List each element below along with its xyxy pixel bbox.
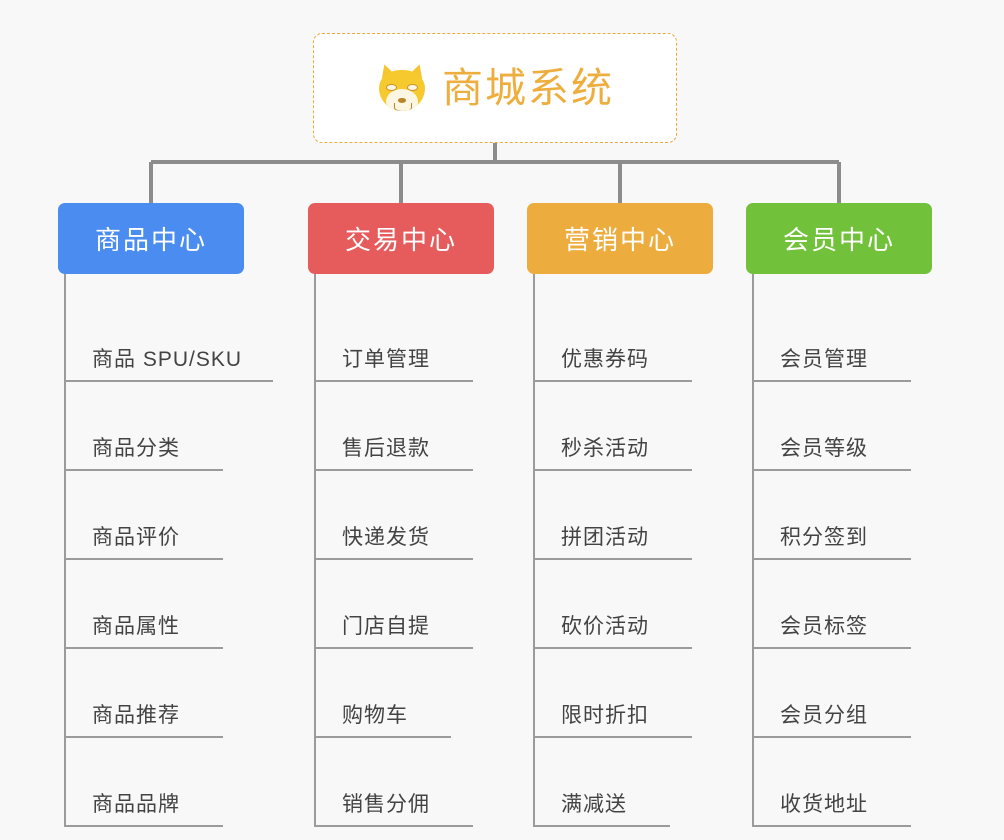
category-column-trade-center: 交易中心订单管理售后退款快递发货门店自提购物车销售分佣 — [308, 203, 494, 827]
leaf-item-underline — [314, 469, 473, 471]
leaf-item[interactable]: 销售分佣 — [308, 738, 494, 827]
leaf-item-underline — [752, 647, 911, 649]
dog-nose-icon — [398, 98, 406, 103]
leaf-item-label: 商品品牌 — [92, 793, 180, 816]
leaf-item-label: 优惠券码 — [561, 348, 649, 371]
leaf-item[interactable]: 门店自提 — [308, 560, 494, 649]
category-header-marketing-center[interactable]: 营销中心 — [527, 203, 713, 274]
leaf-item-underline — [64, 380, 273, 382]
leaf-item-underline — [752, 469, 911, 471]
leaf-item-underline — [314, 825, 473, 827]
leaf-item-label: 会员标签 — [780, 615, 868, 638]
leaf-spine — [64, 274, 66, 827]
leaf-item[interactable]: 满减送 — [527, 738, 713, 827]
dog-head-icon — [379, 70, 425, 111]
leaf-list-product-center: 商品 SPU/SKU 商品分类商品评价商品属性商品推荐商品品牌 — [58, 274, 273, 827]
leaf-item-underline — [533, 825, 670, 827]
leaf-list-member-center: 会员管理会员等级积分签到会员标签会员分组收货地址 — [746, 274, 932, 827]
leaf-item-label: 售后退款 — [342, 437, 430, 460]
leaf-item-label: 商品属性 — [92, 615, 180, 638]
leaf-item-label: 会员等级 — [780, 437, 868, 460]
leaf-item-label: 销售分佣 — [342, 793, 430, 816]
leaf-item[interactable]: 收货地址 — [746, 738, 932, 827]
category-header-product-center[interactable]: 商品中心 — [58, 203, 244, 274]
category-column-product-center: 商品中心商品 SPU/SKU 商品分类商品评价商品属性商品推荐商品品牌 — [58, 203, 273, 827]
leaf-item-label: 门店自提 — [342, 615, 430, 638]
leaf-spine — [752, 274, 754, 827]
leaf-item-label: 秒杀活动 — [561, 437, 649, 460]
category-header-trade-center[interactable]: 交易中心 — [308, 203, 494, 274]
leaf-item[interactable]: 售后退款 — [308, 382, 494, 471]
leaf-item-label: 商品推荐 — [92, 704, 180, 727]
leaf-item[interactable]: 拼团活动 — [527, 471, 713, 560]
leaf-item-label: 满减送 — [561, 793, 627, 816]
dog-eye-left-icon — [386, 84, 397, 91]
leaf-item[interactable]: 商品推荐 — [58, 649, 244, 738]
leaf-item[interactable]: 会员分组 — [746, 649, 932, 738]
leaf-item-underline — [533, 558, 692, 560]
leaf-item-underline — [64, 647, 223, 649]
leaf-item[interactable]: 商品评价 — [58, 471, 244, 560]
leaf-item-underline — [314, 558, 473, 560]
leaf-item-underline — [314, 647, 473, 649]
leaf-item-label: 收货地址 — [780, 793, 868, 816]
leaf-item-label: 砍价活动 — [561, 615, 649, 638]
leaf-item-underline — [314, 736, 451, 738]
leaf-item-underline — [533, 647, 692, 649]
leaf-item-underline — [314, 380, 473, 382]
leaf-item[interactable]: 商品属性 — [58, 560, 244, 649]
leaf-item-label: 会员管理 — [780, 348, 868, 371]
dog-mouth-icon — [394, 103, 412, 111]
leaf-item[interactable]: 会员等级 — [746, 382, 932, 471]
leaf-item-underline — [752, 558, 911, 560]
leaf-item-label: 订单管理 — [342, 348, 430, 371]
category-column-member-center: 会员中心会员管理会员等级积分签到会员标签会员分组收货地址 — [746, 203, 932, 827]
leaf-item-underline — [533, 380, 692, 382]
leaf-item-label: 积分签到 — [780, 526, 868, 549]
leaf-item-underline — [752, 736, 911, 738]
leaf-item-label: 商品 SPU/SKU — [92, 348, 243, 371]
leaf-item[interactable]: 快递发货 — [308, 471, 494, 560]
leaf-item[interactable]: 订单管理 — [308, 293, 494, 382]
leaf-item-underline — [64, 825, 223, 827]
leaf-item-underline — [64, 736, 223, 738]
category-header-member-center[interactable]: 会员中心 — [746, 203, 932, 274]
leaf-item-underline — [64, 469, 223, 471]
leaf-list-marketing-center: 优惠券码秒杀活动拼团活动砍价活动限时折扣满减送 — [527, 274, 713, 827]
leaf-item[interactable]: 积分签到 — [746, 471, 932, 560]
dog-eye-right-icon — [407, 84, 418, 91]
leaf-item-underline — [64, 558, 223, 560]
leaf-item[interactable]: 砍价活动 — [527, 560, 713, 649]
leaf-item-label: 快递发货 — [342, 526, 430, 549]
leaf-list-trade-center: 订单管理售后退款快递发货门店自提购物车销售分佣 — [308, 274, 494, 827]
leaf-spine — [533, 274, 535, 827]
leaf-item-label: 拼团活动 — [561, 526, 649, 549]
leaf-item-label: 限时折扣 — [561, 704, 649, 727]
category-column-marketing-center: 营销中心优惠券码秒杀活动拼团活动砍价活动限时折扣满减送 — [527, 203, 713, 827]
leaf-item-label: 商品评价 — [92, 526, 180, 549]
leaf-item-underline — [533, 736, 692, 738]
leaf-item[interactable]: 商品 SPU/SKU — [58, 293, 273, 382]
leaf-item[interactable]: 限时折扣 — [527, 649, 713, 738]
leaf-item[interactable]: 购物车 — [308, 649, 494, 738]
leaf-item[interactable]: 会员管理 — [746, 293, 932, 382]
page-title: 商城系统 — [442, 64, 614, 111]
leaf-item-underline — [752, 380, 911, 382]
leaf-spine — [314, 274, 316, 827]
dog-face-icon — [375, 61, 429, 114]
leaf-item-label: 商品分类 — [92, 437, 180, 460]
leaf-item-underline — [752, 825, 911, 827]
leaf-item-label: 会员分组 — [780, 704, 868, 727]
leaf-item-label: 购物车 — [342, 704, 408, 727]
leaf-item[interactable]: 商品分类 — [58, 382, 244, 471]
leaf-item[interactable]: 优惠券码 — [527, 293, 713, 382]
leaf-item[interactable]: 会员标签 — [746, 560, 932, 649]
leaf-item[interactable]: 商品品牌 — [58, 738, 244, 827]
root-node[interactable]: 商城系统 — [313, 33, 677, 143]
leaf-item-underline — [533, 469, 692, 471]
leaf-item[interactable]: 秒杀活动 — [527, 382, 713, 471]
